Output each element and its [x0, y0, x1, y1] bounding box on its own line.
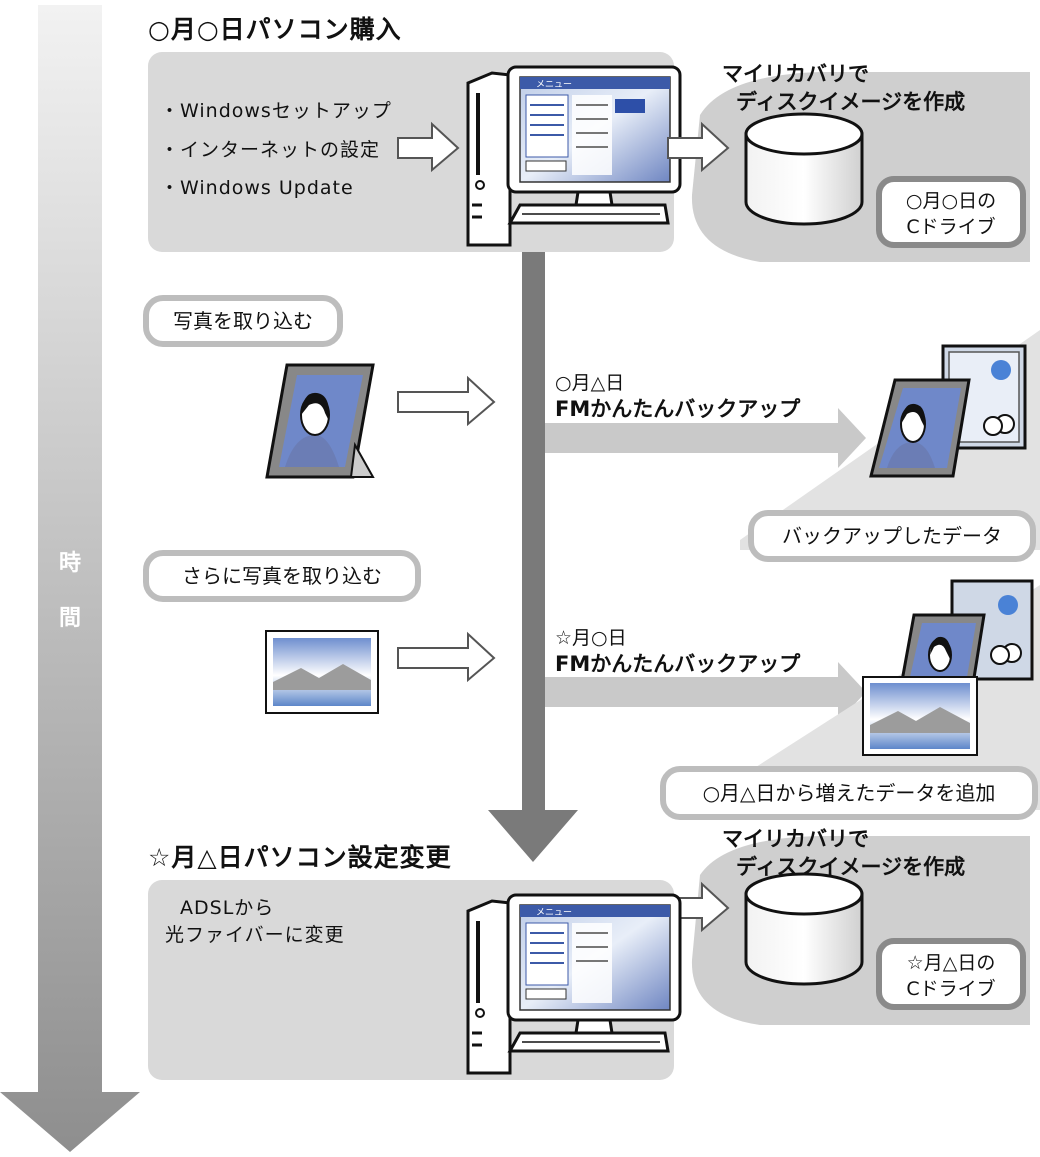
section2-drive-label: ☆月△日の Cドライブ	[876, 938, 1026, 1010]
disk-icon-1	[744, 112, 864, 226]
section1-result-title-1: マイリカバリで	[722, 62, 869, 86]
photo-step1-result: バックアップしたデータ	[748, 510, 1036, 562]
backup-data-icon-2	[862, 579, 1034, 756]
computer-icon-2: メニュー	[466, 893, 682, 1075]
backup-data-icon-1	[869, 344, 1027, 478]
section2-drive-label-1: ☆月△日の	[906, 952, 996, 974]
section2-change-2: 光ファイバーに変更	[165, 924, 345, 946]
photo-step2-action: さらに写真を取り込む	[143, 550, 421, 602]
monitor-menu-title-2: メニュー	[536, 908, 572, 918]
photo-step2-tool: FMかんたんバックアップ	[555, 652, 801, 676]
section2-heading: ☆月△日パソコン設定変更	[148, 843, 452, 872]
section2-change-1: ADSLから	[180, 897, 275, 919]
section1-drive-label-1: ○月○日の	[905, 190, 997, 212]
photo-step1-date: ○月△日	[555, 372, 625, 394]
setup-item-2: ・インターネットの設定	[160, 139, 381, 161]
setup-item-1: ・Windowsセットアップ	[160, 100, 392, 122]
section1-heading: ○月○日パソコン購入	[148, 15, 402, 44]
photo-step1-tool: FMかんたんバックアップ	[555, 397, 801, 421]
photo-step2-result: ○月△日から増えたデータを追加	[660, 766, 1038, 820]
time-label-1: 時	[59, 551, 82, 576]
landscape-photo-1	[265, 630, 379, 714]
section1-drive-label-2: Cドライブ	[906, 216, 996, 238]
photo-step2-date: ☆月○日	[555, 627, 627, 649]
section2-drive-label-2: Cドライブ	[906, 978, 996, 1000]
section1-drive-label: ○月○日の Cドライブ	[876, 176, 1026, 248]
section1-result-title-2: ディスクイメージを作成	[736, 90, 966, 114]
portrait-photo-1	[265, 363, 375, 479]
section2-result-title-1: マイリカバリで	[722, 827, 869, 851]
photo-step1-action: 写真を取り込む	[143, 295, 343, 347]
section2-result-title-2: ディスクイメージを作成	[736, 855, 966, 879]
time-label-2: 間	[59, 606, 82, 631]
monitor-menu-title: メニュー	[536, 80, 572, 90]
setup-item-3: ・Windows Update	[160, 177, 354, 199]
computer-icon-1: メニュー	[466, 65, 682, 247]
disk-icon-2	[744, 872, 864, 986]
